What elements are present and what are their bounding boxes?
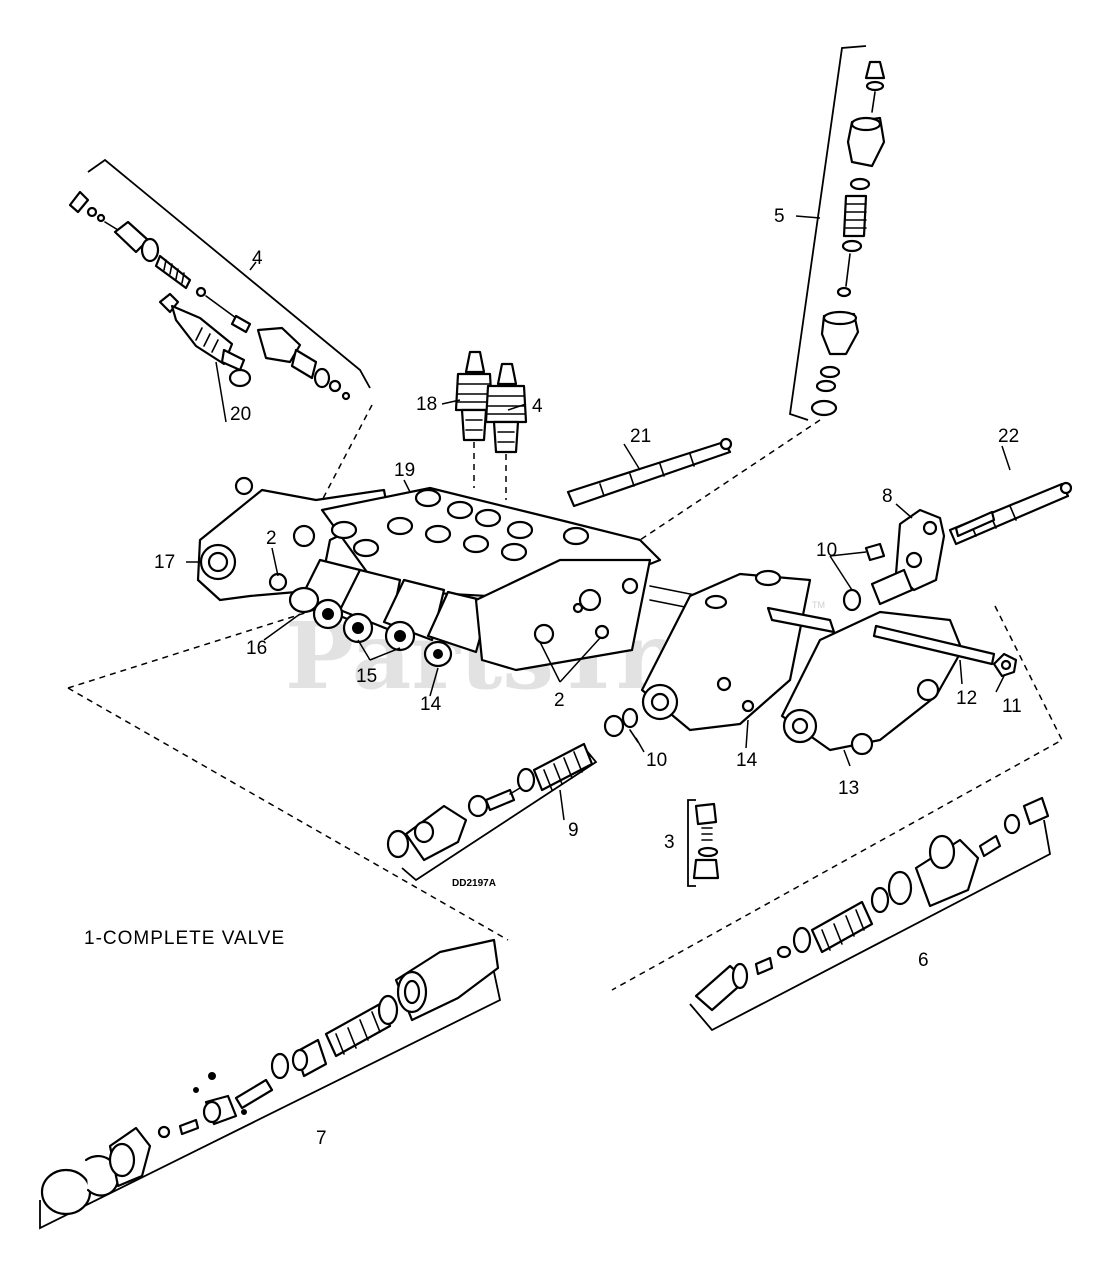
part-20-relief-cartridge [158,292,252,388]
callout-19: 19 [394,460,415,481]
callout-14-right: 14 [736,750,758,771]
callout-10-upper: 10 [816,540,837,561]
assembly-outline-right [611,605,1063,991]
watermark-tm: TM [812,600,825,610]
drawing-code: DD2197A [452,878,496,889]
diagram-caption: 1-COMPLETE VALVE [84,928,285,949]
main-valve-body [196,476,701,672]
part-group-9 [386,742,598,882]
section-14-right [640,572,812,732]
part-8-lever [842,508,946,612]
part-18-cartridge [454,350,494,488]
part-group-5-vertical [789,45,886,421]
callout-10-lower: 10 [646,750,667,771]
part-22-spool [948,481,1073,546]
callout-3: 3 [664,832,675,853]
part-10-fitting-lower [603,707,639,743]
callout-6: 6 [918,950,929,971]
guide-line-5 [639,419,821,541]
callout-8: 8 [882,486,893,507]
callout-20: 20 [230,404,251,425]
part-group-4-upper [68,158,371,401]
callout-17: 17 [154,552,175,573]
part-4-cartridge-lower [484,362,528,500]
callout-15: 15 [356,666,377,687]
callout-7: 7 [316,1128,327,1149]
callout-13: 13 [838,778,859,799]
callout-4-lower: 4 [532,396,543,417]
part-group-3 [687,799,720,887]
right-sections [640,569,1018,756]
callout-5: 5 [774,206,785,227]
callout-22: 22 [998,426,1019,447]
callout-2-right: 2 [554,690,565,711]
part-group-6 [689,796,1052,1032]
callout-14-left: 14 [420,694,442,715]
callout-16: 16 [246,638,267,659]
assembly-outline-left [67,604,509,941]
callout-9: 9 [568,820,579,841]
callout-11: 11 [1002,696,1022,717]
guide-line-4 [317,404,373,509]
part-21-spool [566,437,733,508]
callout-18: 18 [416,394,437,415]
callout-21: 21 [630,426,651,447]
callout-2-left: 2 [266,528,277,549]
callout-12: 12 [956,688,977,709]
callout-4-upper: 4 [252,248,263,269]
part-group-7 [39,938,502,1230]
